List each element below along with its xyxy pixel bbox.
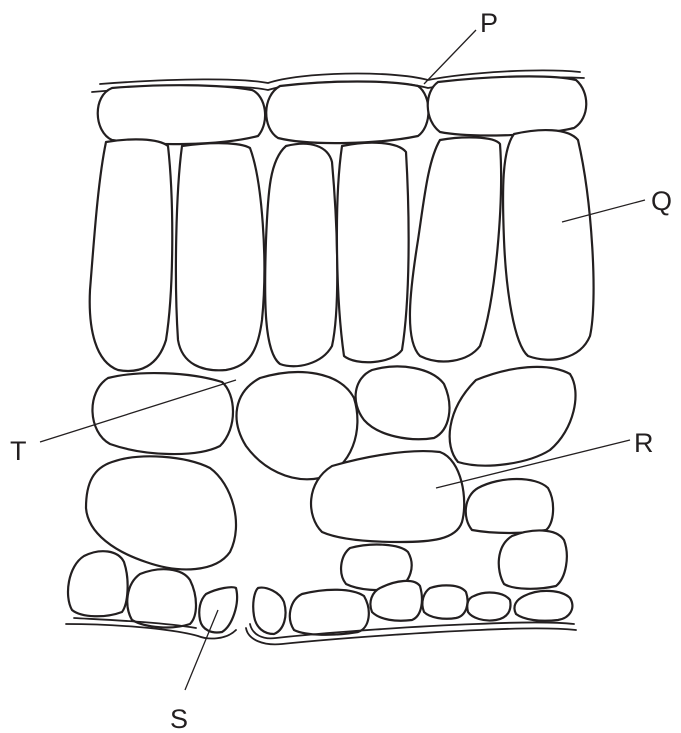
epidermis-cell bbox=[127, 569, 196, 627]
spongy-cell bbox=[466, 479, 553, 533]
spongy-layer bbox=[86, 366, 576, 590]
spongy-cell bbox=[356, 366, 450, 439]
spongy-cell bbox=[450, 367, 576, 466]
spongy-cell bbox=[311, 451, 464, 542]
label-p: P bbox=[480, 8, 498, 38]
epidermis-cell bbox=[467, 593, 510, 621]
epidermis-cell bbox=[514, 591, 572, 621]
epidermis-cell bbox=[98, 85, 265, 144]
guard-cell bbox=[199, 587, 237, 632]
label-q: Q bbox=[651, 186, 672, 216]
palisade-cell bbox=[503, 130, 594, 360]
palisade-layer bbox=[90, 130, 594, 371]
epidermis-cell bbox=[68, 551, 128, 616]
epidermis-cell bbox=[422, 585, 467, 618]
palisade-cell bbox=[90, 139, 173, 371]
spongy-cell bbox=[92, 373, 233, 454]
epidermis-cell bbox=[290, 590, 369, 635]
label-t: T bbox=[10, 436, 27, 466]
label-r: R bbox=[634, 428, 654, 458]
palisade-cell bbox=[337, 143, 409, 363]
epidermis-cell bbox=[428, 76, 587, 135]
palisade-cell bbox=[410, 137, 501, 361]
spongy-cell bbox=[499, 530, 567, 588]
guard-cell bbox=[253, 588, 285, 634]
palisade-cell bbox=[176, 143, 264, 370]
label-s: S bbox=[170, 704, 188, 733]
palisade-cell bbox=[265, 144, 337, 367]
epidermis-cell bbox=[266, 82, 428, 144]
